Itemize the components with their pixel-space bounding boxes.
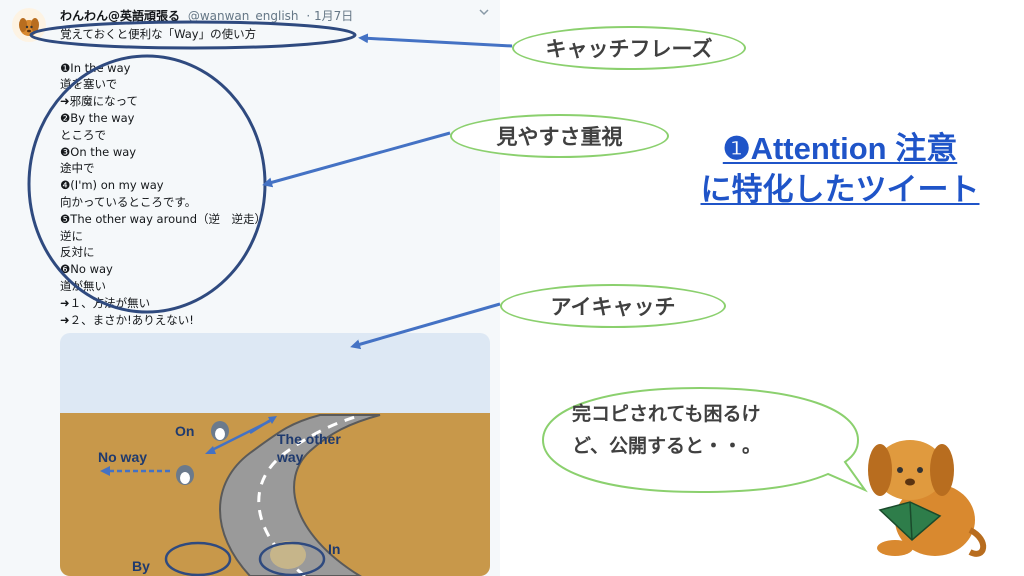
arrow-eyecatch (350, 302, 501, 350)
label-on: On (175, 423, 194, 439)
heading-line-2: に特化したツイート (700, 172, 980, 207)
tweet-line: ところで (60, 127, 106, 142)
tweet-line: 向かっているところです。 (60, 194, 197, 209)
tweet-image[interactable]: On The other way No way By In (60, 333, 490, 576)
tweet-line: 道を塞いで (60, 77, 118, 92)
tweet-line: 覚えておくと便利な「Way」の使い方 (60, 27, 257, 41)
tweet-line: ❸On the way (60, 144, 137, 159)
arrow-readability (262, 131, 451, 188)
label-no-way: No way (98, 449, 147, 465)
readability-label: 見やすさ重視 (450, 114, 669, 158)
label-in: In (328, 541, 340, 557)
tweet-line: ❺The other way around（逆 逆走） (60, 211, 266, 226)
eyecatch-label: アイキャッチ (500, 284, 726, 328)
penguin-no-way (176, 465, 194, 485)
tweet-line: ❻No way (60, 262, 113, 277)
avatar[interactable] (12, 8, 46, 42)
tweet-text: 覚えておくと便利な「Way」の使い方 ❶In the way 道を塞いで ➜邪魔… (60, 26, 266, 328)
tweet-line: ➜邪魔になって (60, 94, 139, 109)
label-by: By (132, 558, 150, 574)
speech-bubble (541, 386, 868, 494)
tweet-header: わんわん@英語頑張る @wanwan_english · 1月7日 (60, 7, 353, 24)
dog-reading-illustration (868, 440, 987, 557)
tweet-line: ❹(I'm) on my way (60, 178, 164, 193)
tweet-card: わんわん@英語頑張る @wanwan_english · 1月7日 覚えておくと… (0, 0, 500, 576)
penguin-on-road (211, 421, 229, 441)
speech-bubble-text: 完コピされても困るけ ど、公開すると・・。 (572, 398, 872, 462)
author-handle[interactable]: @wanwan_english (187, 9, 299, 23)
tweet-line: ➜２、まさか!ありえない! (60, 312, 194, 327)
heading-line-1: ❶Attention 注意 (722, 131, 958, 166)
speech-line-1: 完コピされても困るけ (572, 403, 761, 425)
tweet-line: 逆に (60, 228, 83, 243)
label-way: way (276, 449, 304, 465)
arrow-catchphrase (358, 33, 513, 48)
attention-heading: ❶Attention 注意 に特化したツイート (680, 128, 1000, 210)
tweet-date[interactable]: · 1月7日 (306, 9, 354, 23)
label-the-other: The other (277, 431, 341, 447)
catchphrase-ellipse (29, 20, 357, 50)
tweet-line: ❷By the way (60, 110, 135, 125)
tweet-line: 途中で (60, 161, 95, 176)
body-ellipse (27, 54, 267, 314)
speech-line-2: ど、公開すると・・。 (572, 435, 762, 457)
author-name[interactable]: わんわん@英語頑張る (60, 9, 181, 23)
catchphrase-label: キャッチフレーズ (512, 26, 746, 70)
chevron-down-icon[interactable] (478, 6, 490, 22)
tweet-line: 反対に (60, 245, 95, 260)
